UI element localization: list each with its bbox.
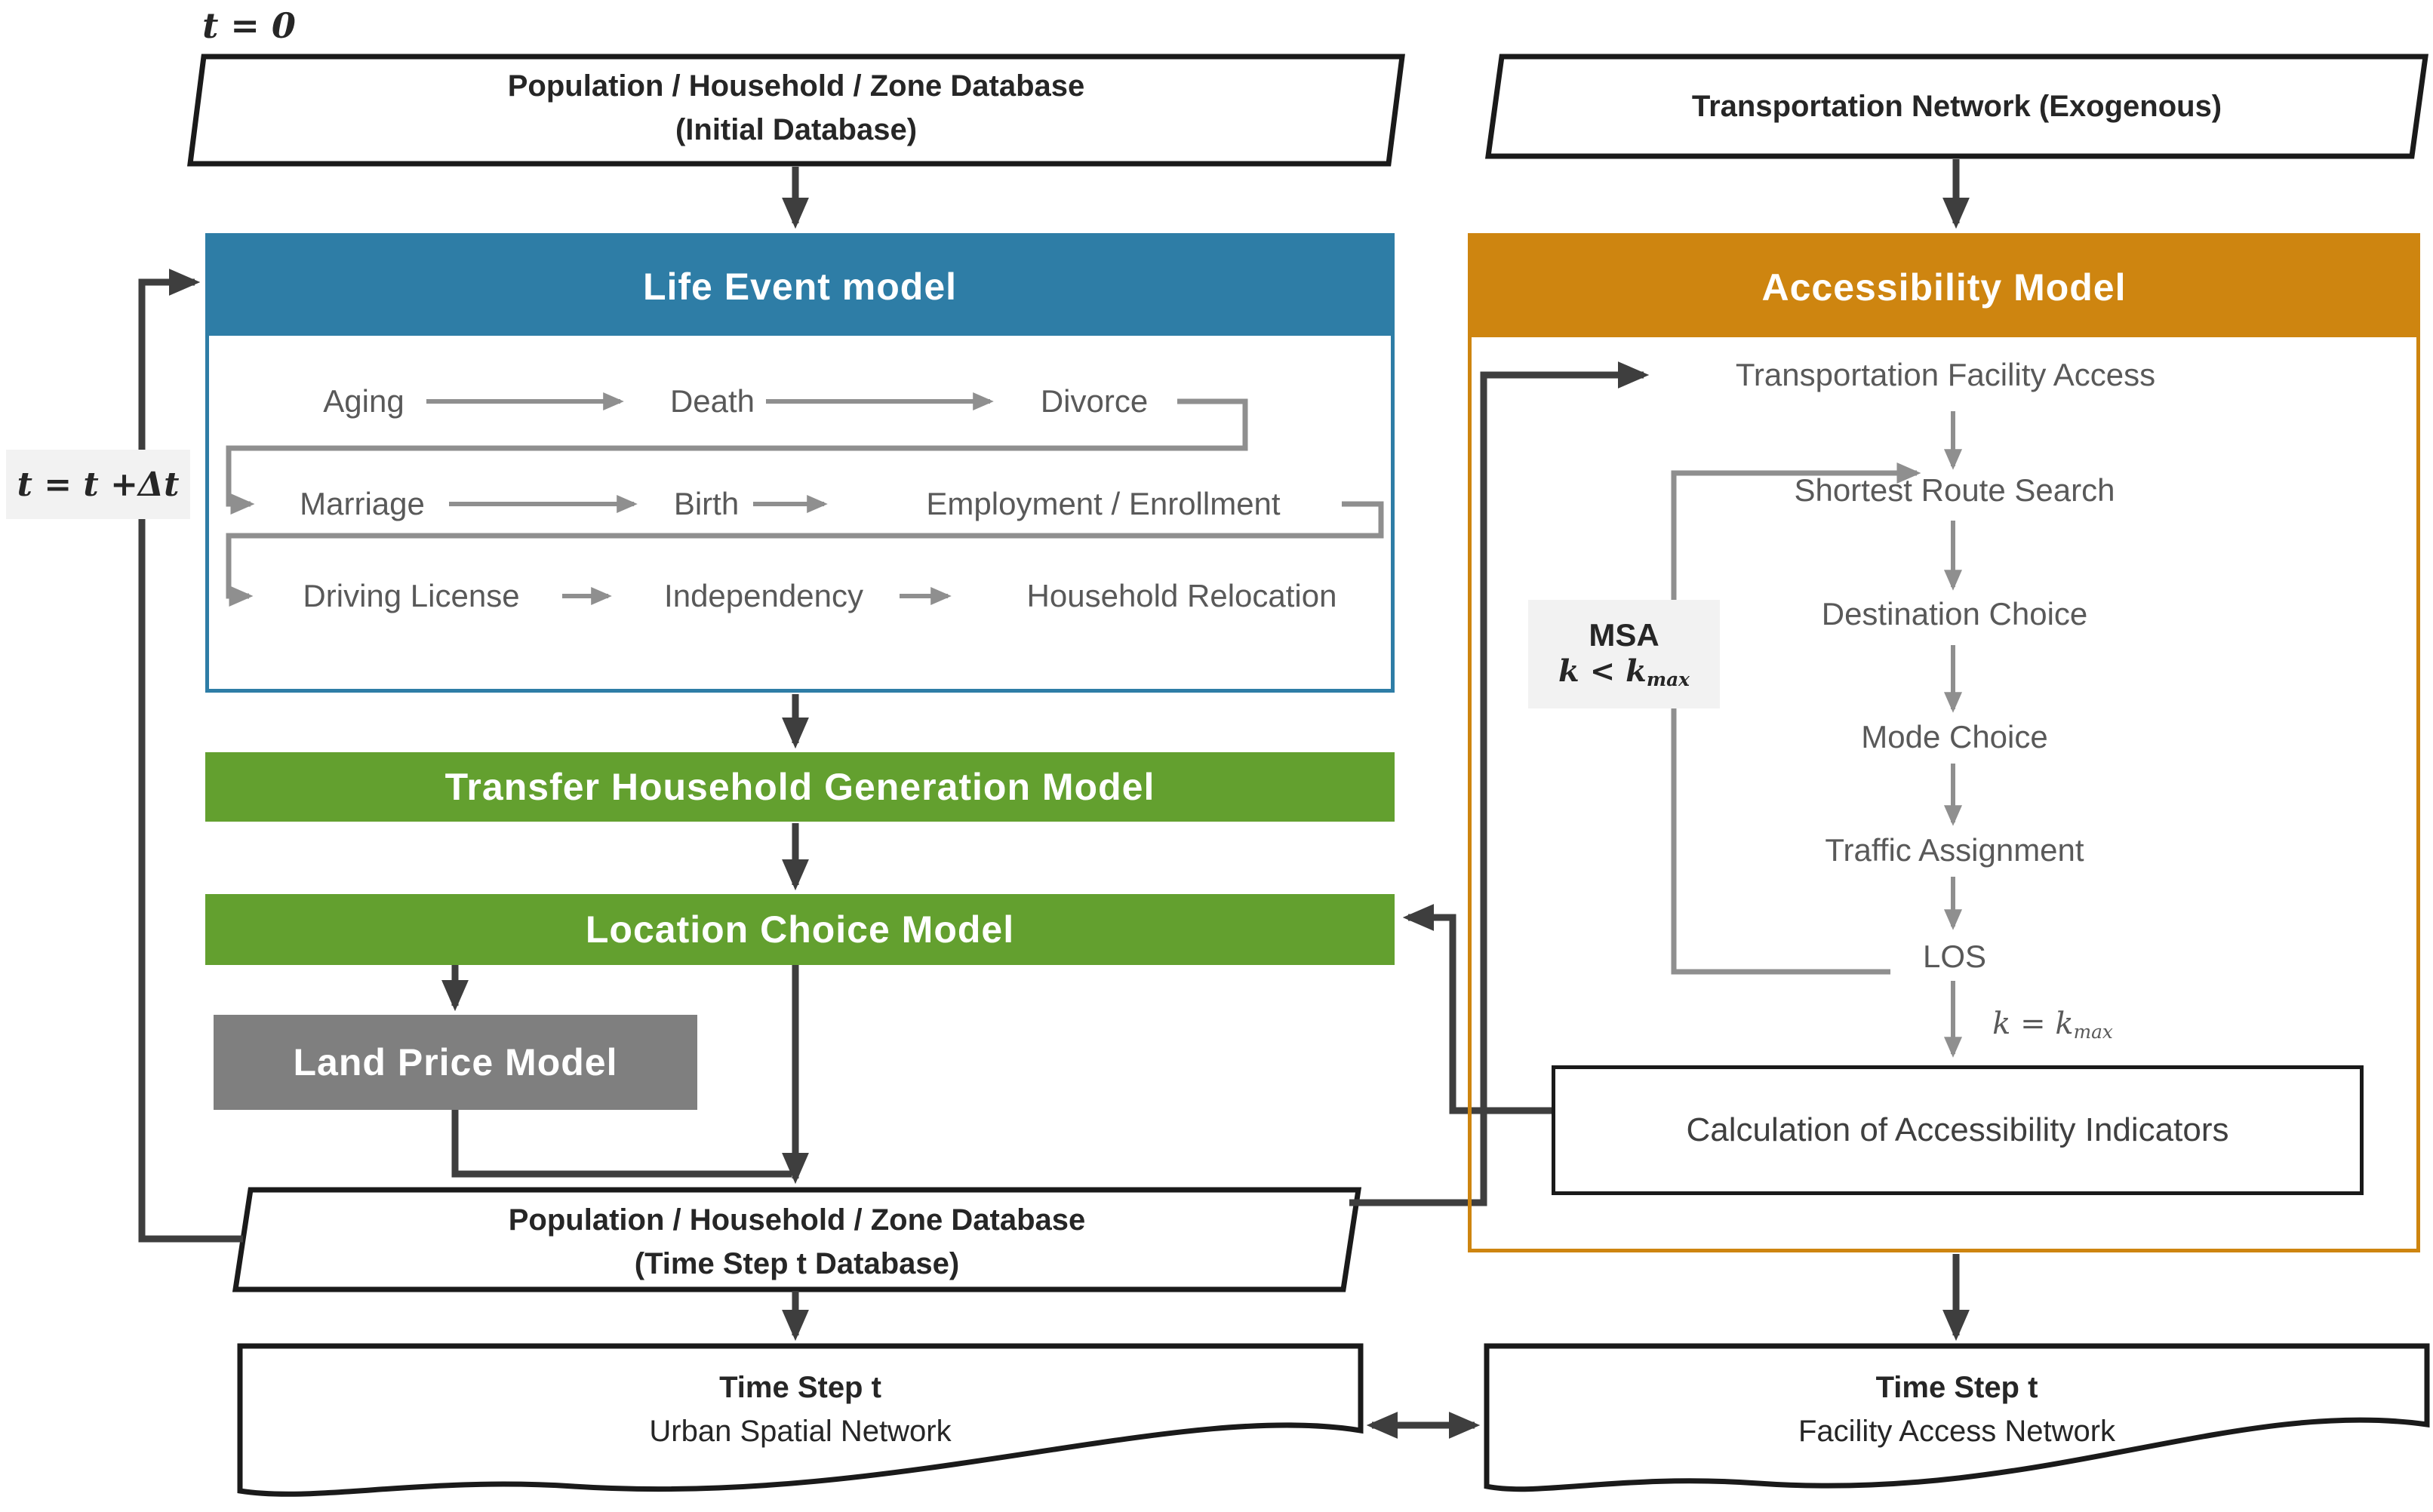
- event-independency: Independency: [664, 578, 863, 613]
- facility-doc-line1: Time Step t: [1875, 1371, 2038, 1404]
- initial-database-line1: Population / Household / Zone Database: [507, 69, 1085, 103]
- event-birth: Birth: [673, 486, 740, 521]
- accessibility-model-box: Accessibility Model: [1468, 233, 2420, 1252]
- life-event-header: Life Event model: [209, 237, 1391, 336]
- event-death: Death: [669, 383, 755, 419]
- msa-box: MSA k < kmax: [1528, 600, 1720, 708]
- timestep-database-line1: Population / Household / Zone Database: [508, 1203, 1086, 1237]
- initial-database-line2: (Initial Database): [675, 113, 918, 146]
- life-event-title: Life Event model: [642, 265, 958, 308]
- calculation-box: Calculation of Accessibility Indicators: [1552, 1065, 2364, 1195]
- msa-condition: k < kmax: [1558, 653, 1690, 691]
- event-household-relocation: Household Relocation: [1026, 578, 1337, 613]
- main-flow-arrows: [138, 159, 1970, 1439]
- life-event-arrows: [226, 392, 1384, 607]
- event-aging: Aging: [323, 383, 404, 419]
- urban-spatial-network-doc: Time Step t Urban Spatial Network: [240, 1366, 1361, 1453]
- calculation-label: Calculation of Accessibility Indicators: [1686, 1111, 2229, 1148]
- shape-urban-spatial-doc: [237, 1343, 1364, 1497]
- kmax-exit-label: k = kmax: [1992, 1006, 2113, 1043]
- msa-title: MSA: [1589, 617, 1659, 653]
- event-marriage: Marriage: [300, 486, 425, 521]
- accessibility-title: Accessibility Model: [1761, 266, 2127, 309]
- step-destination-choice: Destination Choice: [1821, 596, 2088, 632]
- urban-doc-line1: Time Step t: [719, 1371, 881, 1404]
- event-divorce: Divorce: [1040, 383, 1149, 419]
- step-transportation-facility-access: Transportation Facility Access: [1735, 357, 2156, 392]
- shape-facility-access-doc: [1484, 1343, 2430, 1492]
- facility-doc-line2: Facility Access Network: [1798, 1415, 2116, 1448]
- shape-timestep-database: [232, 1187, 1362, 1292]
- facility-access-network-doc: Time Step t Facility Access Network: [1487, 1366, 2427, 1453]
- time-increment-label: t = t +Δt: [6, 450, 190, 519]
- accessibility-header: Accessibility Model: [1472, 237, 2416, 337]
- event-driving-license: Driving License: [303, 578, 520, 613]
- initial-database-text: Population / Household / Zone Database (…: [205, 64, 1387, 152]
- urban-doc-line2: Urban Spatial Network: [649, 1415, 952, 1448]
- life-event-model-box: Life Event model: [205, 233, 1395, 693]
- timestep-database-text: Population / Household / Zone Database (…: [235, 1198, 1358, 1286]
- step-los: LOS: [1922, 939, 1987, 974]
- accessibility-arrows: [1671, 411, 1962, 1058]
- shape-transportation-network: [1484, 54, 2429, 159]
- event-employment: Employment / Enrollment: [926, 486, 1281, 521]
- step-shortest-route-search: Shortest Route Search: [1794, 472, 2115, 508]
- shape-initial-database: [187, 54, 1405, 167]
- step-mode-choice: Mode Choice: [1861, 719, 2048, 754]
- t0-label: t = 0: [202, 5, 296, 46]
- location-choice-model: Location Choice Model: [205, 894, 1395, 965]
- timestep-database-line2: (Time Step t Database): [634, 1247, 960, 1280]
- land-price-model: Land Price Model: [214, 1015, 697, 1110]
- transfer-household-generation-model: Transfer Household Generation Model: [205, 752, 1395, 822]
- transportation-network-label: Transportation Network (Exogenous): [1691, 90, 2222, 123]
- step-traffic-assignment: Traffic Assignment: [1825, 832, 2084, 868]
